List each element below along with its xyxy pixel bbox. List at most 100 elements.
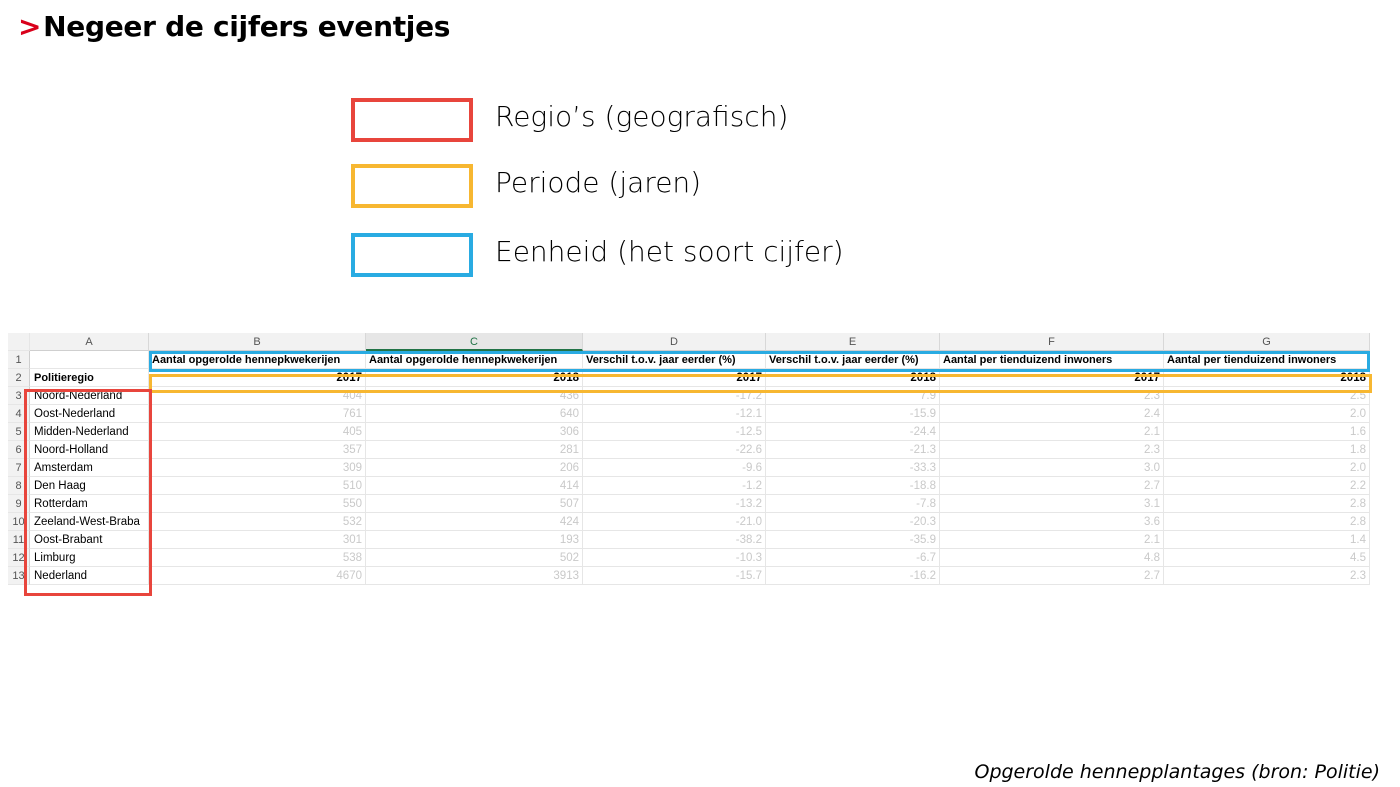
row-header[interactable]: 2 — [8, 369, 30, 387]
select-all-corner[interactable] — [8, 333, 30, 351]
year-cell[interactable]: 2018 — [1164, 369, 1370, 387]
region-cell[interactable]: Midden-Nederland — [30, 423, 149, 441]
row-header[interactable]: 12 — [8, 549, 30, 567]
value-cell[interactable]: 2.7 — [940, 477, 1164, 495]
row-header[interactable]: 8 — [8, 477, 30, 495]
value-cell[interactable]: -15.9 — [766, 405, 940, 423]
value-cell[interactable]: -33.3 — [766, 459, 940, 477]
value-cell[interactable]: 3.6 — [940, 513, 1164, 531]
value-cell[interactable]: 3.1 — [940, 495, 1164, 513]
row-header[interactable]: 3 — [8, 387, 30, 405]
header-cell[interactable]: Aantal per tienduizend inwoners — [1164, 351, 1370, 369]
value-cell[interactable]: -15.7 — [583, 567, 766, 585]
value-cell[interactable]: 309 — [149, 459, 366, 477]
value-cell[interactable]: 2.0 — [1164, 459, 1370, 477]
value-cell[interactable]: -20.3 — [766, 513, 940, 531]
row-header[interactable]: 5 — [8, 423, 30, 441]
header-cell[interactable]: Aantal per tienduizend inwoners — [940, 351, 1164, 369]
value-cell[interactable]: 424 — [366, 513, 583, 531]
value-cell[interactable]: -13.2 — [583, 495, 766, 513]
value-cell[interactable]: 436 — [366, 387, 583, 405]
region-cell[interactable]: Nederland — [30, 567, 149, 585]
value-cell[interactable]: 2.4 — [940, 405, 1164, 423]
value-cell[interactable]: -22.6 — [583, 441, 766, 459]
value-cell[interactable]: -12.5 — [583, 423, 766, 441]
row-header[interactable]: 11 — [8, 531, 30, 549]
row-header[interactable]: 1 — [8, 351, 30, 369]
value-cell[interactable]: 2.0 — [1164, 405, 1370, 423]
value-cell[interactable]: -9.6 — [583, 459, 766, 477]
value-cell[interactable]: -35.9 — [766, 531, 940, 549]
column-header-b[interactable]: B — [149, 333, 366, 351]
row-header[interactable]: 7 — [8, 459, 30, 477]
region-cell[interactable]: Oost-Nederland — [30, 405, 149, 423]
value-cell[interactable]: 507 — [366, 495, 583, 513]
value-cell[interactable]: -18.8 — [766, 477, 940, 495]
value-cell[interactable]: 2.3 — [1164, 567, 1370, 585]
value-cell[interactable]: 4.8 — [940, 549, 1164, 567]
header-cell[interactable]: Verschil t.o.v. jaar eerder (%) — [583, 351, 766, 369]
column-header-d[interactable]: D — [583, 333, 766, 351]
value-cell[interactable]: -16.2 — [766, 567, 940, 585]
value-cell[interactable]: 640 — [366, 405, 583, 423]
value-cell[interactable]: 2.1 — [940, 423, 1164, 441]
value-cell[interactable]: 306 — [366, 423, 583, 441]
value-cell[interactable]: 404 — [149, 387, 366, 405]
value-cell[interactable]: 550 — [149, 495, 366, 513]
column-header-a[interactable]: A — [30, 333, 149, 351]
value-cell[interactable]: 357 — [149, 441, 366, 459]
value-cell[interactable]: 2.5 — [1164, 387, 1370, 405]
row-header[interactable]: 10 — [8, 513, 30, 531]
value-cell[interactable]: 2.3 — [940, 441, 1164, 459]
row-header[interactable]: 9 — [8, 495, 30, 513]
value-cell[interactable]: -21.0 — [583, 513, 766, 531]
column-header-c[interactable]: C — [366, 333, 583, 351]
value-cell[interactable]: 2.8 — [1164, 513, 1370, 531]
value-cell[interactable]: 502 — [366, 549, 583, 567]
year-cell[interactable]: 2017 — [149, 369, 366, 387]
value-cell[interactable]: -21.3 — [766, 441, 940, 459]
region-cell[interactable]: Rotterdam — [30, 495, 149, 513]
header-cell[interactable]: Aantal opgerolde hennepkwekerijen — [149, 351, 366, 369]
header-cell[interactable]: Verschil t.o.v. jaar eerder (%) — [766, 351, 940, 369]
value-cell[interactable]: 206 — [366, 459, 583, 477]
value-cell[interactable]: 3913 — [366, 567, 583, 585]
header-cell[interactable]: Aantal opgerolde hennepkwekerijen — [366, 351, 583, 369]
value-cell[interactable]: -1.2 — [583, 477, 766, 495]
region-cell[interactable]: Noord-Nederland — [30, 387, 149, 405]
value-cell[interactable]: 1.4 — [1164, 531, 1370, 549]
value-cell[interactable]: 510 — [149, 477, 366, 495]
column-header-g[interactable]: G — [1164, 333, 1370, 351]
region-header-cell[interactable]: Politieregio — [30, 369, 149, 387]
value-cell[interactable]: 538 — [149, 549, 366, 567]
value-cell[interactable]: 761 — [149, 405, 366, 423]
value-cell[interactable]: 2.3 — [940, 387, 1164, 405]
value-cell[interactable]: 7.9 — [766, 387, 940, 405]
value-cell[interactable]: 1.8 — [1164, 441, 1370, 459]
value-cell[interactable]: 2.1 — [940, 531, 1164, 549]
row-header[interactable]: 13 — [8, 567, 30, 585]
value-cell[interactable]: -7.8 — [766, 495, 940, 513]
value-cell[interactable]: 193 — [366, 531, 583, 549]
region-cell[interactable]: Noord-Holland — [30, 441, 149, 459]
value-cell[interactable]: 1.6 — [1164, 423, 1370, 441]
value-cell[interactable]: 281 — [366, 441, 583, 459]
value-cell[interactable]: 414 — [366, 477, 583, 495]
year-cell[interactable]: 2018 — [766, 369, 940, 387]
value-cell[interactable]: 3.0 — [940, 459, 1164, 477]
value-cell[interactable]: 2.7 — [940, 567, 1164, 585]
value-cell[interactable]: -12.1 — [583, 405, 766, 423]
column-header-e[interactable]: E — [766, 333, 940, 351]
row-header[interactable]: 6 — [8, 441, 30, 459]
region-cell[interactable]: Zeeland-West-Braba — [30, 513, 149, 531]
value-cell[interactable]: 532 — [149, 513, 366, 531]
column-header-f[interactable]: F — [940, 333, 1164, 351]
year-cell[interactable]: 2017 — [583, 369, 766, 387]
value-cell[interactable]: 2.2 — [1164, 477, 1370, 495]
row-header[interactable]: 4 — [8, 405, 30, 423]
value-cell[interactable]: -17.2 — [583, 387, 766, 405]
header-cell[interactable] — [30, 351, 149, 369]
value-cell[interactable]: 2.8 — [1164, 495, 1370, 513]
value-cell[interactable]: 4670 — [149, 567, 366, 585]
value-cell[interactable]: -24.4 — [766, 423, 940, 441]
